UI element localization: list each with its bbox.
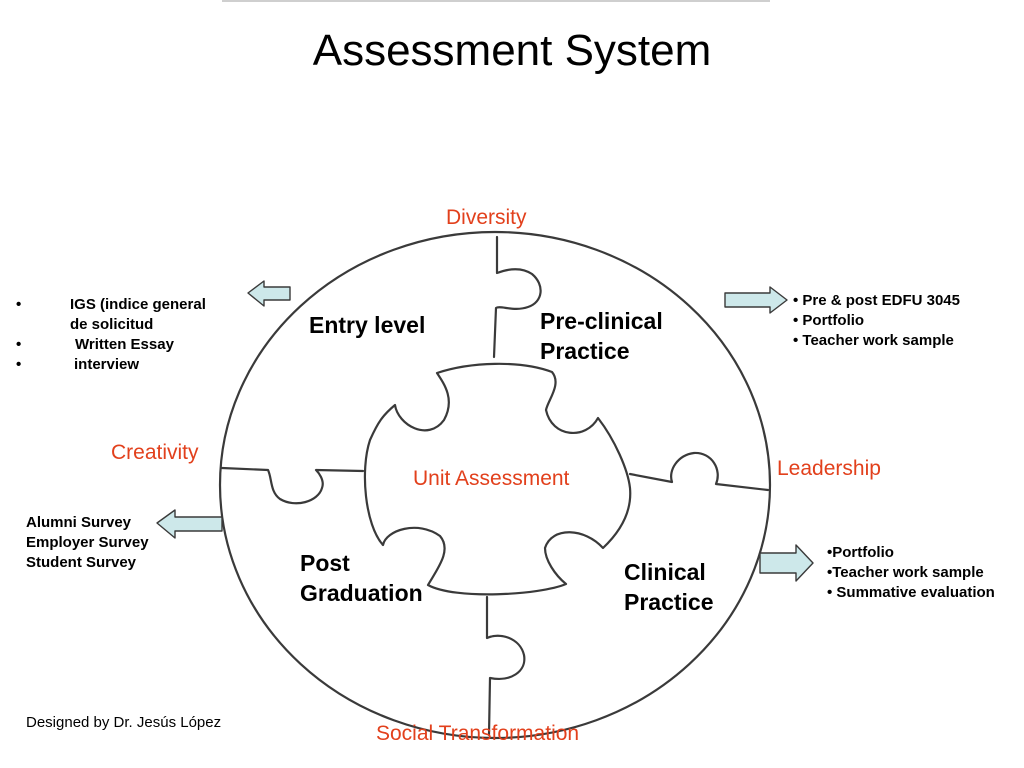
list-item: • Portfolio (793, 312, 865, 329)
list-item: • Summative evaluation (827, 584, 995, 601)
list-item: •Portfolio (827, 544, 894, 561)
value-creativity: Creativity (111, 441, 199, 464)
inner-ring (363, 362, 632, 596)
list-item: •Written Essay (16, 336, 174, 353)
list-item: Alumni Survey (26, 514, 132, 531)
stage-post-graduation: Post Graduation (300, 548, 423, 608)
list-item: •Teacher work sample (827, 564, 984, 581)
outer-circle (218, 230, 772, 740)
stage-preclinical-line2: Practice (540, 338, 630, 364)
post-graduation-assessment-list: Alumni Survey Employer Survey Student Su… (26, 513, 149, 573)
stage-post-line2: Graduation (300, 580, 423, 606)
entry-assessment-list: •IGS (indice general de solicitud •Writt… (14, 295, 206, 375)
list-item: Student Survey (26, 554, 137, 571)
divider-right (628, 451, 770, 492)
arrow-right-preclinical (724, 286, 788, 314)
list-item: de solicitud (70, 316, 154, 333)
stage-entry-level: Entry level (309, 312, 426, 338)
arrow-left-entry (247, 280, 291, 307)
preclinical-assessment-list: • Pre & post EDFU 3045 • Portfolio • Tea… (793, 291, 960, 351)
arrow-left-post (156, 509, 223, 539)
list-item: • Pre & post EDFU 3045 (793, 292, 960, 309)
divider-left (220, 466, 365, 505)
value-social-transformation: Social Transformation (376, 722, 580, 745)
divider-top (492, 235, 542, 359)
divider-bottom (485, 595, 526, 737)
stage-preclinical-line1: Pre-clinical (540, 308, 663, 334)
list-item: • Teacher work sample (793, 332, 954, 349)
top-rule (222, 0, 770, 2)
unit-assessment-label: Unit Assessment (413, 467, 570, 490)
clinical-assessment-list: •Portfolio •Teacher work sample • Summat… (827, 543, 995, 603)
value-leadership: Leadership (777, 457, 881, 480)
page-title: Assessment System (312, 26, 712, 75)
stage-clinical-practice: Clinical Practice (624, 557, 714, 617)
stage-preclinical: Pre-clinical Practice (540, 306, 663, 366)
list-item: •IGS (indice general (16, 296, 206, 313)
designer-credit: Designed by Dr. Jesús López (26, 714, 222, 731)
value-diversity: Diversity (446, 206, 527, 229)
list-item: •interview (16, 356, 140, 373)
stage-clinical-line1: Clinical (624, 559, 706, 585)
stage-clinical-line2: Practice (624, 589, 714, 615)
stage-post-line1: Post (300, 550, 350, 576)
list-item: Employer Survey (26, 534, 149, 551)
arrow-right-clinical (759, 544, 814, 582)
